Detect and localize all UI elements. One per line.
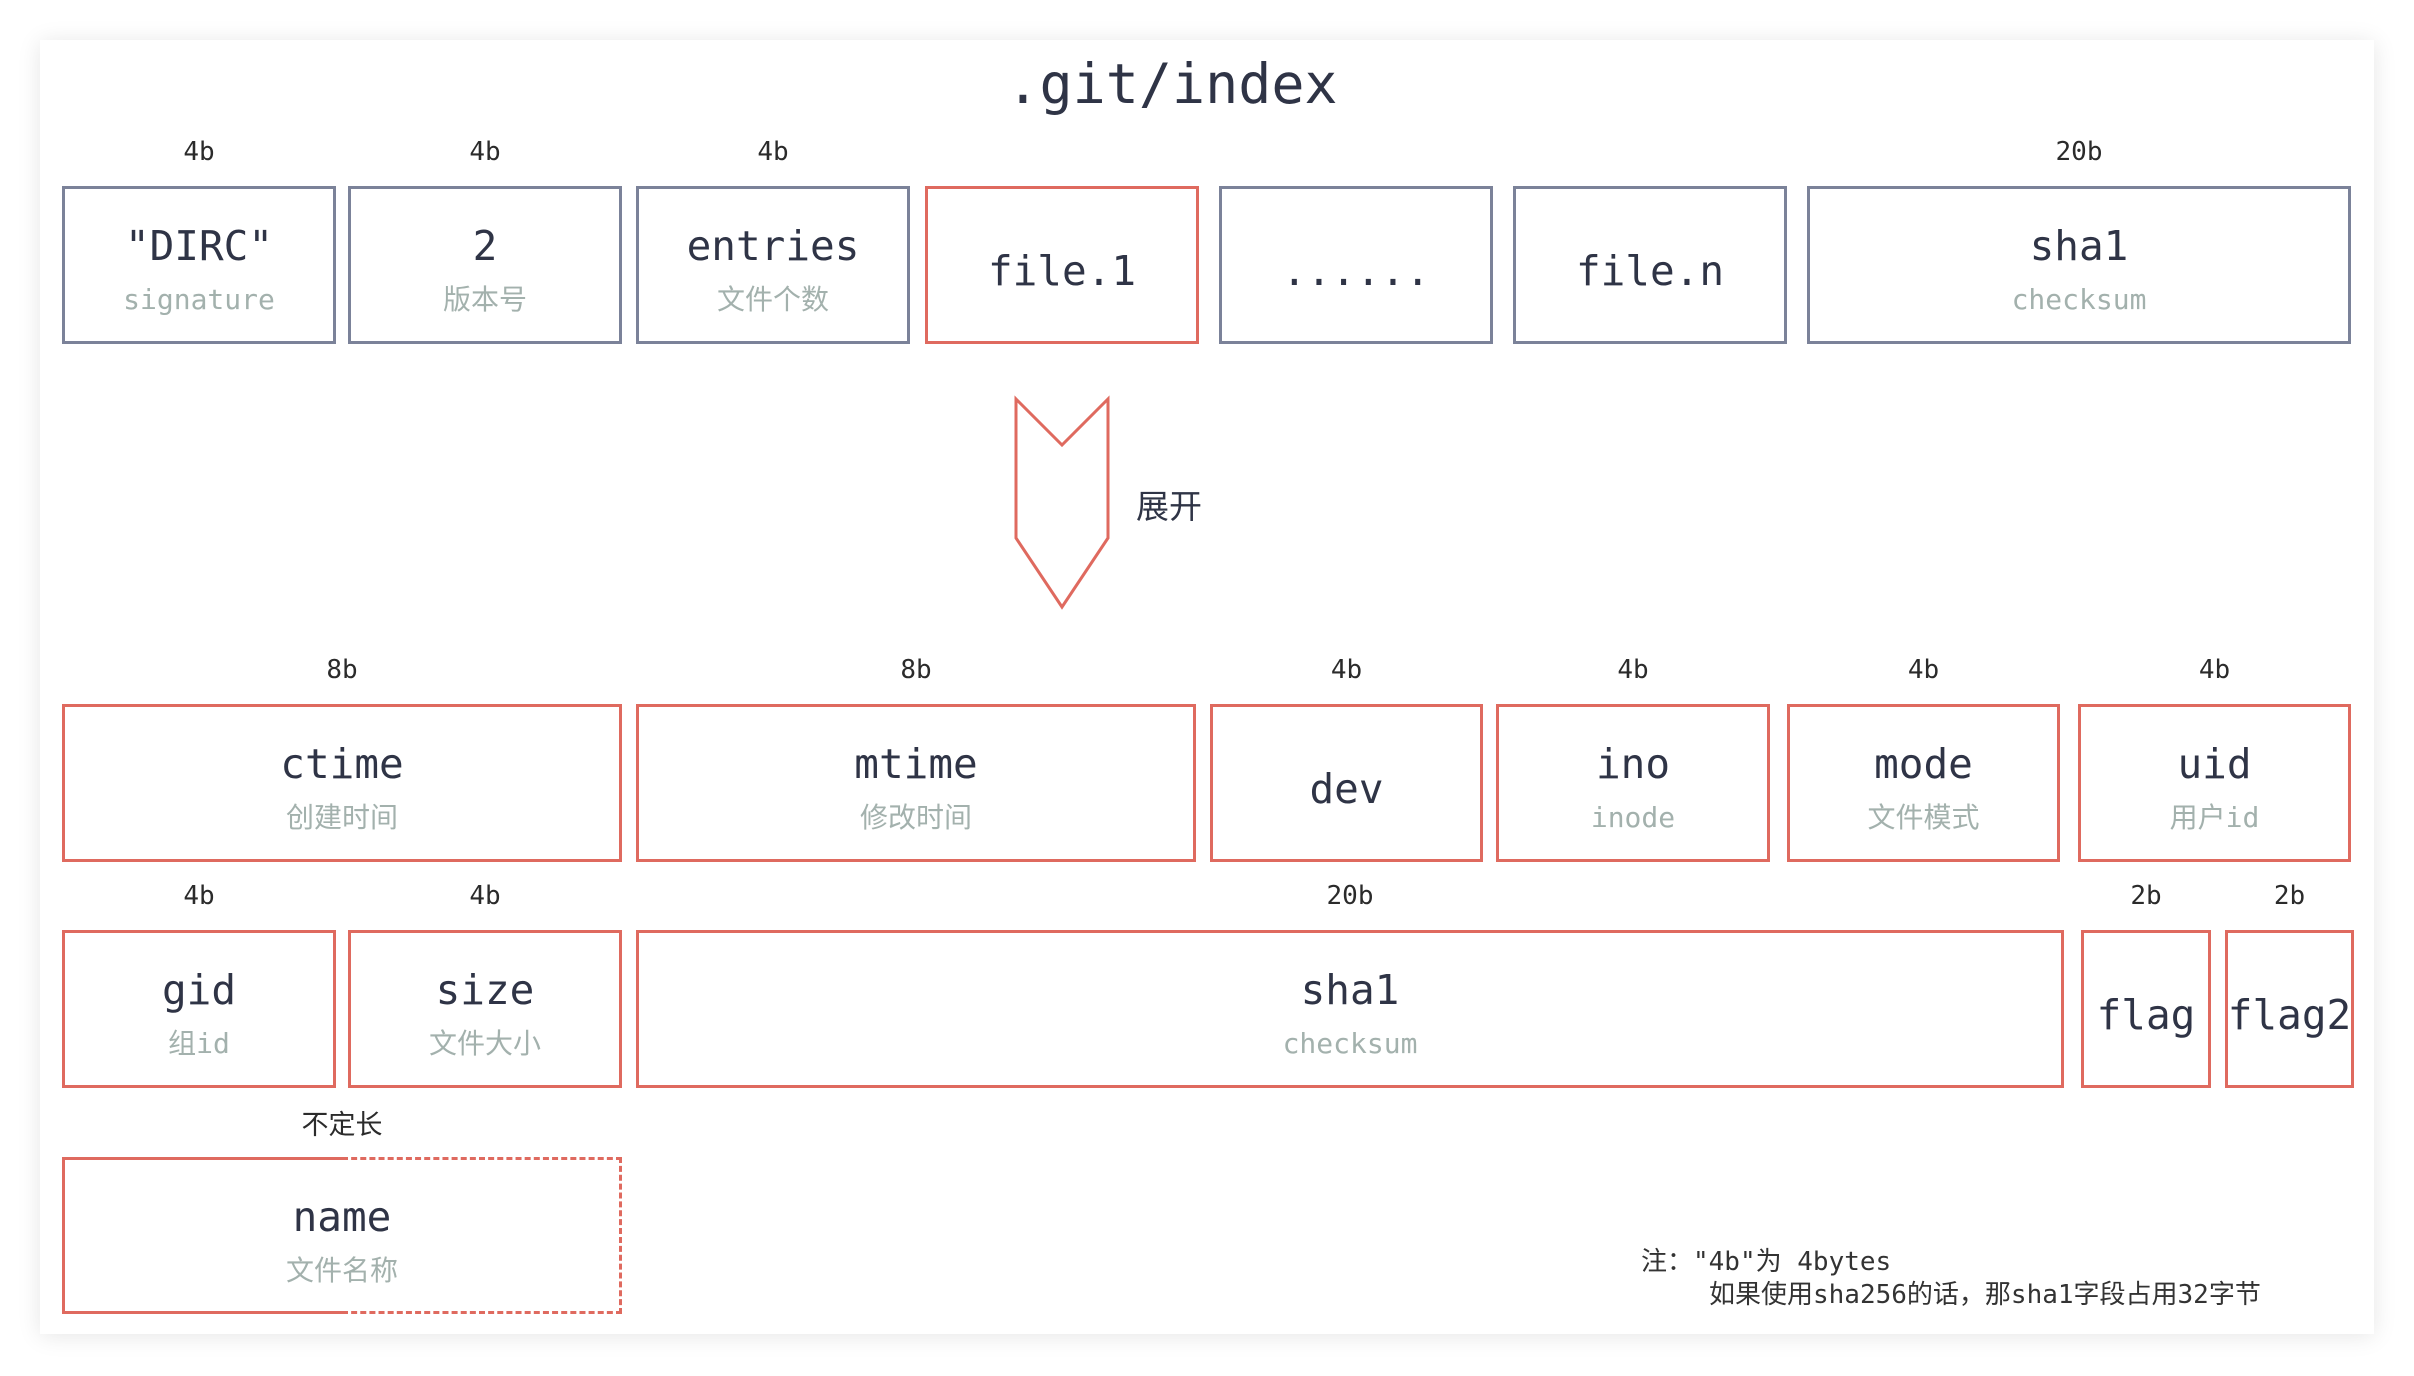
field-description: checksum [2011,283,2147,316]
field-description: 版本号 [442,283,527,316]
field-signature: 4b "DIRC" signature [62,137,336,344]
field-dev: 4b dev [1210,655,1483,862]
field-uid: 4b uid 用户id [2078,655,2351,862]
field-label: "DIRC" [124,222,274,270]
field-label: 2 [472,222,498,270]
field-description: 文件个数 [716,283,829,316]
field-description: 文件大小 [428,1027,541,1060]
field-flag: 2b flag [2081,881,2211,1088]
field-size-label: 8b [326,655,358,685]
field-description: 组id [168,1027,230,1060]
field-description: inode [1590,801,1676,834]
field-label: name [292,1193,392,1241]
field-label: flag [2096,991,2196,1039]
field-ino: 4b ino inode [1496,655,1770,862]
field-size-label: 4b [469,881,501,911]
field-ctime: 8b ctime 创建时间 [62,655,622,862]
field-mode: 4b mode 文件模式 [1787,655,2060,862]
field-description: signature [123,283,275,316]
field-size-label: 4b [1617,655,1649,685]
field-name: 不定长 name 文件名称 [62,1110,622,1314]
field-size-label: 20b [2055,137,2103,167]
field-label: gid [161,966,237,1014]
field-description: 创建时间 [285,801,398,834]
field-label: sha1 [1300,966,1400,1014]
field-size-label: 4b [183,137,215,167]
field-size-label: 不定长 [301,1110,383,1141]
footnote-line-1: 注："4b"为 4bytes [1641,1247,1892,1277]
field-label: ino [1595,740,1671,788]
field-gid: 4b gid 组id [62,881,336,1088]
field-description: 文件名称 [285,1254,398,1287]
field-label: file.n [1575,247,1725,295]
field-label: sha1 [2029,222,2129,270]
field-size-label: 20b [1326,881,1374,911]
field-label: dev [1309,765,1384,813]
field-version: 4b 2 版本号 [348,137,622,344]
field-flag2: 2b flag2 [2225,881,2354,1088]
field-description: 修改时间 [859,801,972,834]
field-size-label: 2b [2273,881,2306,911]
name-solid-border [62,1157,342,1314]
field-size-label: 8b [900,655,932,685]
field-label: mode [1874,740,1973,788]
field-label: ctime [280,740,404,788]
field-size-label: 4b [757,137,789,167]
field-size-label: 4b [1330,655,1363,685]
field-mtime: 8b mtime 修改时间 [636,655,1196,862]
diagram-title: .git/index [1006,52,1338,116]
field-description: 文件模式 [1867,801,1980,834]
field-file-1: file.1 [925,186,1199,344]
field-size-label: 2b [2130,881,2162,911]
field-entry-sha1: 20b sha1 checksum [636,881,2064,1088]
field-description: 用户id [2169,801,2260,834]
field-checksum: 20b sha1 checksum [1807,137,2351,344]
field-label: uid [2177,740,2252,788]
name-dashed-border [342,1157,622,1314]
field-size-label: 4b [1907,655,1940,685]
field-label: size [435,966,535,1014]
field-size-label: 4b [2198,655,2231,685]
field-description: checksum [1282,1027,1418,1060]
arrow-outline [1014,395,1110,610]
field-label: entries [686,222,860,270]
field-size: 4b size 文件大小 [348,881,622,1088]
field-label: mtime [854,740,978,788]
footnote-line-2: 如果使用sha256的话，那sha1字段占用32字节 [1709,1280,2261,1310]
field-label: file.1 [987,247,1137,295]
field-file-n: file.n [1513,186,1787,344]
field-entries: 4b entries 文件个数 [636,137,910,344]
expand-arrow-icon [1014,395,1110,610]
field-ellipsis: ...... [1219,186,1493,344]
expand-label: 展开 [1136,487,1202,526]
field-label: ...... [1281,247,1431,295]
field-size-label: 4b [183,881,215,911]
field-size-label: 4b [469,137,501,167]
field-label: flag2 [2227,991,2352,1039]
